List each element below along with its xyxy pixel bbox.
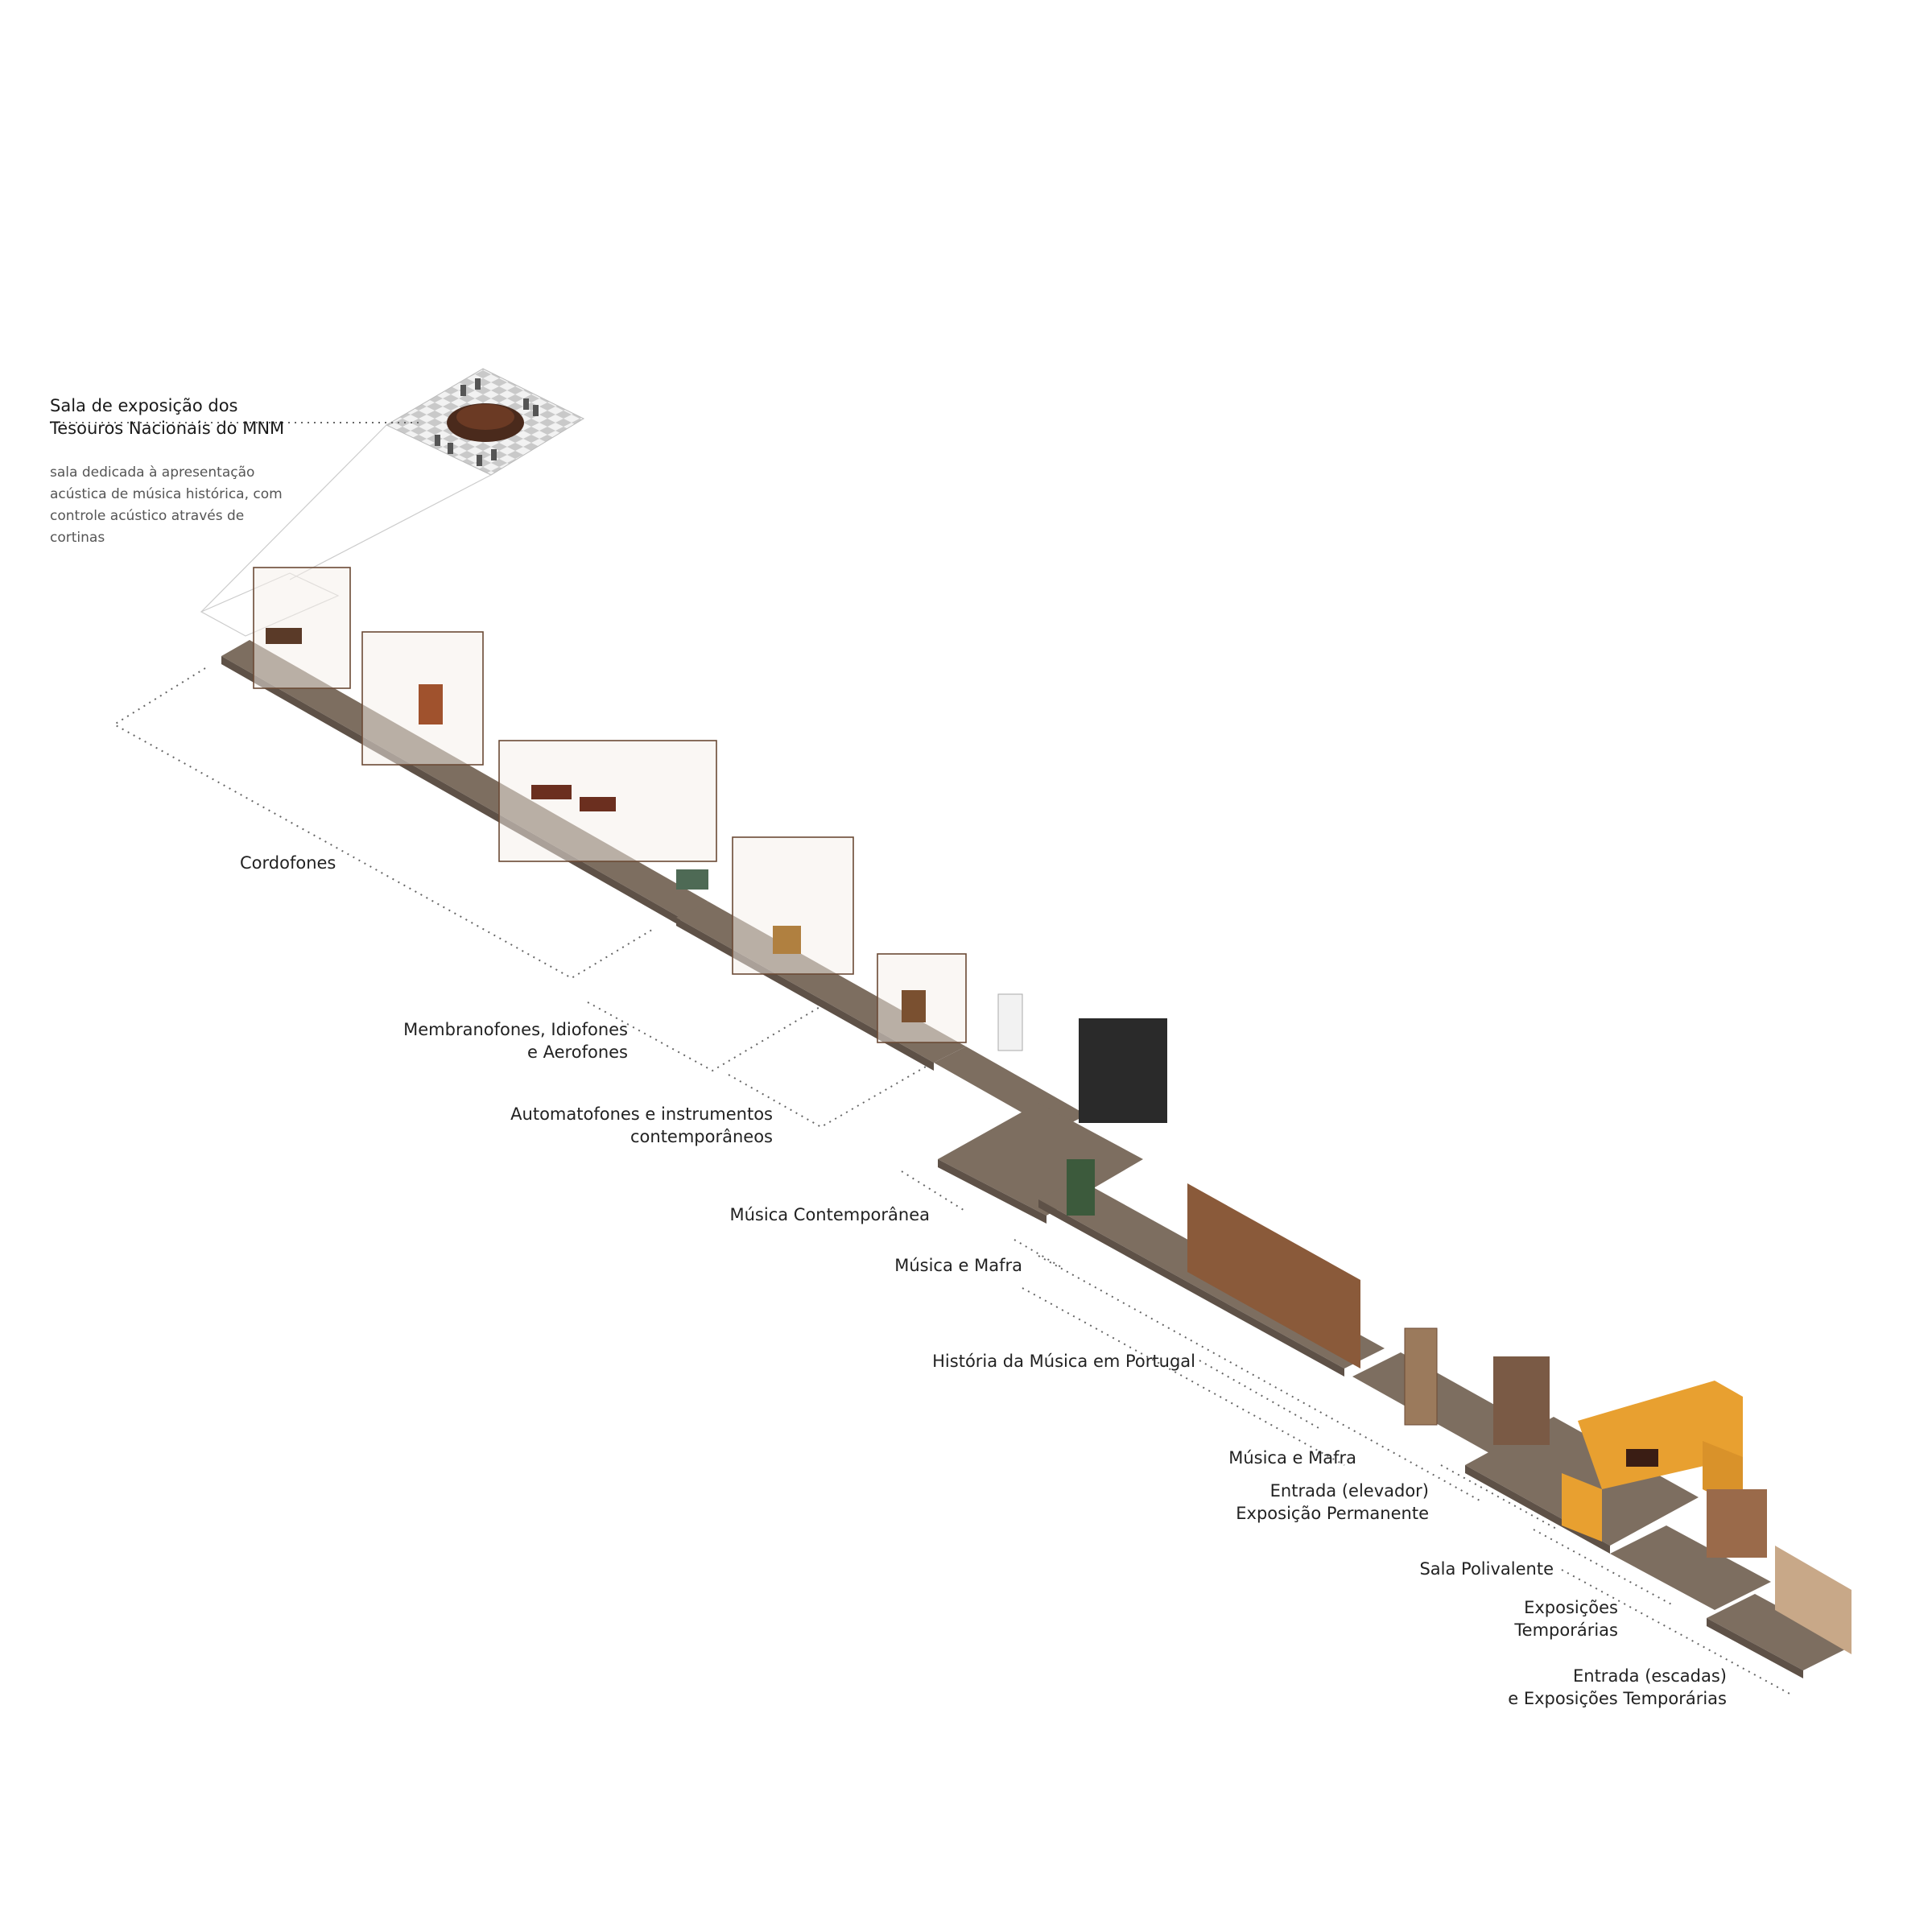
lattice-tower — [1404, 1327, 1438, 1426]
top-room-label: Sala de exposição dos Tesouros Nacionais… — [50, 372, 284, 572]
floor-segment-entrada-escadas — [1707, 1594, 1852, 1670]
leader-entrada-elevador — [1038, 1255, 1482, 1502]
zone-label-cordofones: Cordofones — [240, 853, 336, 873]
zone-label-membranofones: Membranofones, Idiofones e Aerofones — [403, 1020, 628, 1062]
floor-edge-polivalente — [1465, 1465, 1610, 1554]
instruments — [266, 628, 926, 1022]
link-line-1 — [200, 424, 387, 613]
floor-edge-entrada-escadas — [1707, 1618, 1803, 1678]
floor-segment-entrada-elevador — [1352, 1352, 1538, 1453]
chairs — [435, 378, 539, 466]
curtain-back — [1578, 1381, 1743, 1489]
link-line-2 — [289, 474, 492, 580]
painting-panel — [1493, 1356, 1550, 1445]
temp-exhibit-panel — [1707, 1489, 1767, 1558]
zone-label-exposicoes-temporarias: Exposições Temporárias — [1514, 1598, 1618, 1640]
zone-label-sala-polivalente: Sala Polivalente — [1419, 1559, 1554, 1579]
leader-mafra-1 — [1013, 1239, 1063, 1269]
zone-label-musica-mafra-2: Música e Mafra — [1228, 1448, 1356, 1468]
dark-media-panel — [1079, 1018, 1167, 1123]
walkway — [221, 640, 1852, 1678]
entrada-panel — [1775, 1546, 1852, 1654]
floor-edge-mafra — [1038, 1199, 1344, 1377]
zone-label-historia: História da Música em Portugal — [932, 1352, 1195, 1371]
zone-label-musica-contemporanea: Música Contemporânea — [729, 1205, 930, 1224]
zone-label-entrada-escadas: Entrada (escadas) e Exposições Temporári… — [1508, 1666, 1727, 1708]
green-organ — [1067, 1159, 1095, 1216]
zone-label-entrada-elevador: Entrada (elevador) Exposição Permanente — [1236, 1481, 1429, 1523]
leader-automatofones — [728, 1066, 927, 1129]
leader-cordofones — [113, 667, 653, 980]
curtain-left — [1562, 1473, 1602, 1542]
floor-segment-temporarias — [1610, 1525, 1771, 1610]
historia-mural — [1187, 1183, 1360, 1368]
top-room-description: sala dedicada à apresentação acústica de… — [50, 464, 283, 546]
zone-label-musica-mafra-1: Música e Mafra — [894, 1256, 1022, 1275]
top-room-title: Sala de exposição dos Tesouros Nacionais… — [50, 396, 285, 438]
tesouros-room — [200, 368, 585, 637]
zone-label-automatofones: Automatofones e instrumentos contemporân… — [510, 1104, 773, 1146]
round-stage-top — [456, 404, 514, 430]
leader-membranofones — [587, 1001, 822, 1072]
grand-piano — [1626, 1449, 1658, 1467]
leader-lines — [113, 667, 1792, 1695]
floor-edge-plaza — [938, 1159, 1046, 1224]
leader-temporarias — [1533, 1529, 1675, 1607]
white-panel — [997, 993, 1023, 1051]
